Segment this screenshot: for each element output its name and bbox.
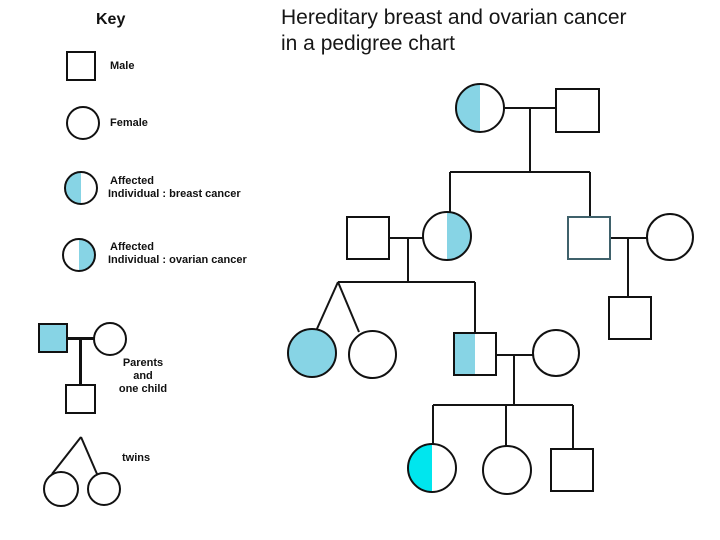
pedigree-node-IV-2-female-unaffected xyxy=(482,445,532,495)
pedigree-node-III-1-female-affected-twin xyxy=(287,328,337,378)
key-parents-label-line-1: Parents xyxy=(122,357,164,369)
female-symbol-icon xyxy=(66,106,100,140)
key-ovarian-label: Affected Individual : ovarian cancer xyxy=(108,241,247,266)
key-twins-label: twins xyxy=(122,452,151,464)
key-twin-2-symbol-icon xyxy=(87,472,121,506)
pedigree-node-I-1-female-affected-breast-cancer xyxy=(455,83,505,133)
key-male-label: Male xyxy=(110,60,135,72)
pedigree-node-I-2-male-unaffected xyxy=(554,87,600,133)
key-twin-1-symbol-icon xyxy=(43,471,79,507)
pedigree-node-II-2-female-affected-ovarian-cancer xyxy=(422,211,472,261)
key-ovarian-label-line-1: Affected xyxy=(110,241,155,253)
key-parents-label-line-3: one child xyxy=(118,383,168,395)
key-parents-label: Parents and one child xyxy=(108,357,178,396)
page-title-line-2: in a pedigree chart xyxy=(281,32,455,55)
page-title-line-1: Hereditary breast and ovarian cancer xyxy=(281,6,627,29)
key-ovarian-label-line-2: Individual : ovarian cancer xyxy=(108,253,247,266)
pedigree-node-II-4-female-unaffected xyxy=(646,213,694,261)
pedigree-node-III-4-female-unaffected xyxy=(532,329,580,377)
pedigree-node-III-3-male-affected-breast-cancer xyxy=(453,332,497,376)
key-parents-descent-line xyxy=(79,338,82,385)
pedigree-node-II-1-male-unaffected xyxy=(346,216,390,260)
key-parents-label-line-2: and xyxy=(133,370,153,382)
male-symbol-icon xyxy=(66,51,96,81)
key-breast-label-line-1: Affected xyxy=(110,175,155,187)
affected-breast-cancer-symbol-icon xyxy=(64,171,98,205)
pedigree-node-IV-3-male-unaffected xyxy=(550,448,594,492)
key-parents-child-symbol-icon xyxy=(65,384,96,414)
pedigree-node-IV-1-female-affected-breast-cancer xyxy=(407,443,457,493)
pedigree-node-III-2-female-unaffected-twin xyxy=(347,329,397,379)
key-female-label: Female xyxy=(110,117,148,129)
key-breast-label: Affected Individual : breast cancer xyxy=(108,175,241,200)
pedigree-node-II-3-male-unaffected xyxy=(567,216,611,260)
key-parents-father-symbol-icon xyxy=(38,323,68,353)
key-heading: Key xyxy=(96,11,126,28)
key-parents-mother-symbol-icon xyxy=(93,322,127,356)
page-title: Hereditary breast and ovarian cancer in … xyxy=(281,5,627,57)
pedigree-node-III-5-male-unaffected xyxy=(608,296,652,340)
affected-ovarian-cancer-symbol-icon xyxy=(62,238,96,272)
key-breast-label-line-2: Individual : breast cancer xyxy=(108,187,241,200)
